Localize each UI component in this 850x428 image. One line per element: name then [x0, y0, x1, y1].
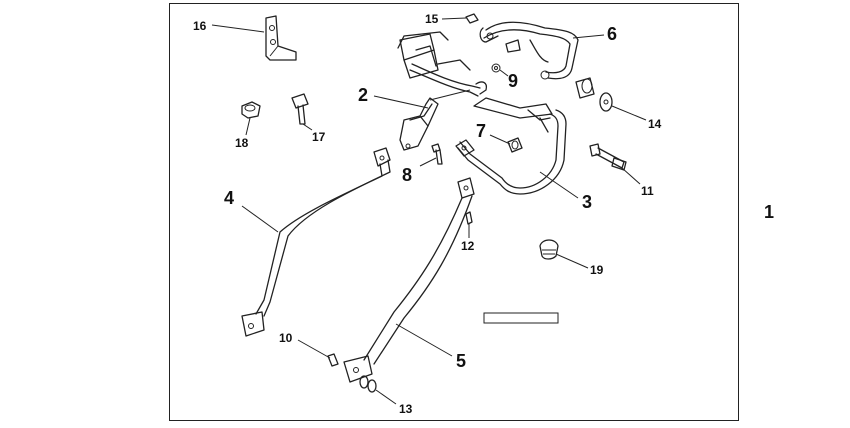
callout-9: 9 — [508, 71, 519, 91]
part-5-right-stay — [343, 177, 475, 383]
leader-15 — [441, 17, 467, 20]
callout-7: 7 — [476, 121, 487, 141]
part-17-bolt — [291, 93, 309, 125]
callout-1: 1 — [764, 202, 775, 222]
callout-18: 18 — [235, 136, 249, 150]
leader-9 — [499, 69, 509, 77]
callout-19: 19 — [590, 263, 604, 277]
part-4-left-stay — [241, 147, 391, 337]
part-9-washer — [491, 63, 501, 73]
callout-12: 12 — [461, 239, 475, 253]
leader-10 — [297, 339, 331, 359]
leader-16 — [211, 24, 265, 33]
diagram-frame — [169, 3, 739, 421]
leader-11 — [621, 167, 641, 185]
callout-4: 4 — [224, 188, 235, 208]
leader-13 — [375, 389, 397, 405]
part-16-bracket — [265, 15, 297, 61]
part-3-side-bracket — [455, 97, 567, 195]
part-8-bolt — [431, 143, 443, 165]
part-7-nut — [507, 137, 523, 153]
callout-15: 15 — [425, 12, 439, 26]
callout-11: 11 — [641, 184, 654, 198]
leader-17 — [302, 123, 313, 131]
part-2-bracket-assembly — [397, 31, 488, 151]
leader-4 — [241, 205, 279, 233]
part-18-nut — [241, 101, 261, 119]
callout-2: 2 — [358, 85, 369, 105]
leader-3 — [539, 171, 579, 199]
part-12-screw — [465, 211, 473, 225]
leader-6 — [572, 34, 605, 39]
callout-14: 14 — [648, 117, 662, 131]
leader-18 — [245, 117, 251, 136]
part-10-bolt — [327, 353, 339, 367]
part-15-bolt — [465, 13, 479, 24]
leader-19 — [555, 253, 589, 269]
leader-7 — [489, 134, 511, 145]
part-19-grommet — [539, 239, 559, 260]
leader-8 — [419, 157, 437, 167]
callout-13: 13 — [399, 402, 413, 416]
leader-14 — [611, 105, 647, 121]
leader-5 — [395, 323, 453, 357]
callout-6: 6 — [607, 24, 618, 44]
callout-17: 17 — [312, 130, 326, 144]
callout-3: 3 — [582, 192, 593, 212]
part-13-washers — [359, 375, 377, 393]
leader-2 — [373, 95, 429, 109]
part-14-spacer — [575, 77, 613, 112]
callout-10: 10 — [279, 331, 293, 345]
part-6-upper-bracket — [479, 21, 579, 80]
callout-8: 8 — [402, 165, 413, 185]
part-11-long-bolt — [589, 143, 627, 171]
label-plate — [483, 312, 559, 324]
callout-5: 5 — [456, 351, 467, 371]
callout-16: 16 — [193, 19, 207, 33]
